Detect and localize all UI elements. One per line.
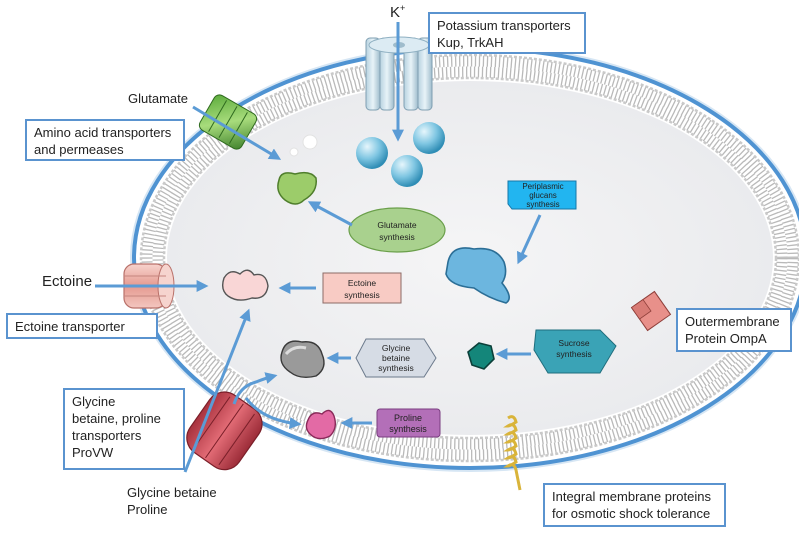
glutamate-synthesis-arrow — [307, 201, 353, 227]
ion-label: K+ — [390, 3, 405, 21]
ectoine-molecule — [221, 269, 269, 301]
glutamate-label: Glutamate — [128, 91, 188, 106]
amino-acid-transporters-label: Amino acid transporters and permeases — [25, 119, 185, 161]
ectoine-synthesis-line2: synthesis — [344, 290, 379, 300]
glutamate-molecule — [277, 171, 317, 205]
ompa-protein — [630, 290, 672, 332]
sucrose-synthesis-line1: Sucrose — [558, 338, 589, 348]
potassium-sphere — [356, 137, 388, 169]
vesicle — [289, 147, 299, 157]
sucrose-synthesis-line2: synthesis — [556, 349, 591, 359]
glycine-betaine-synthesis-line1: Glycine — [382, 343, 411, 353]
provw-import-arrow — [183, 308, 251, 473]
provw-label: Glycine betaine, proline transporters Pr… — [63, 388, 185, 470]
glutamate-synthesis-line2: synthesis — [379, 232, 414, 242]
potassium-sphere — [391, 155, 423, 187]
glucans-arrow — [517, 214, 542, 265]
potassium-channel — [365, 36, 433, 111]
potassium-sphere — [413, 122, 445, 154]
periplasmic-glucans-line2: glucans — [529, 191, 557, 200]
proline-synthesis-line1: Proline — [394, 413, 422, 423]
glycine-betaine-proline-label: Glycine betaine Proline — [127, 485, 217, 517]
glucans-molecule — [445, 247, 510, 304]
ectoine-transporter-label: Ectoine transporter — [6, 313, 158, 339]
proline-import-arrow — [244, 397, 302, 430]
potassium-transporters-label: Potassium transporters Kup, TrkAH — [428, 12, 586, 54]
outer-membrane-protein-label: Outermembrane Protein OmpA — [676, 308, 792, 352]
glycine-betaine-synthesis-node — [355, 338, 437, 378]
periplasmic-glucans-line1: Periplasmic — [522, 182, 563, 191]
sucrose-molecule — [467, 342, 495, 370]
glycine-betaine-import-arrow — [232, 372, 278, 405]
proline-synthesis-line2: synthesis — [389, 424, 427, 434]
integral-membrane-protein — [503, 415, 522, 491]
glutamate-import-arrow — [192, 105, 282, 160]
ectoine-label: Ectoine — [42, 273, 93, 290]
proline-synthesis-node — [376, 408, 441, 438]
proline-molecule — [305, 409, 337, 440]
glycine-betaine-synthesis-line2: betaine — [382, 353, 410, 363]
integral-membrane-proteins-label: Integral membrane proteins for osmotic s… — [543, 483, 726, 527]
glycine-betaine-synthesis-line3: synthesis — [378, 363, 413, 373]
periplasmic-glucans-node — [507, 180, 577, 210]
sucrose-synthesis-node — [533, 329, 617, 374]
potassium-ions — [356, 122, 445, 187]
provw-transporter — [186, 391, 263, 471]
glutamate-synthesis-line1: Glutamate — [377, 220, 416, 230]
periplasmic-glucans-line3: synthesis — [526, 200, 559, 209]
ectoine-synthesis-node — [322, 272, 402, 304]
glutamate-synthesis-node — [348, 207, 446, 253]
vesicle — [302, 134, 318, 150]
ectoine-synthesis-line1: Ectoine — [348, 278, 377, 288]
